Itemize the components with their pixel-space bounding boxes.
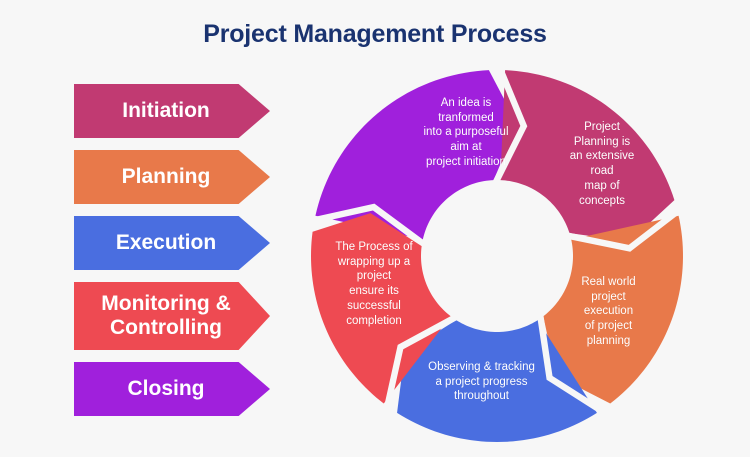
- legend-item-label: Monitoring & Controlling: [101, 292, 231, 339]
- donut-segment-closing[interactable]: [311, 213, 451, 404]
- legend-item-label: Closing: [127, 377, 205, 401]
- donut-segments: [311, 70, 683, 442]
- legend-item-closing[interactable]: Closing: [74, 362, 270, 416]
- legend-item-execution[interactable]: Execution: [74, 216, 270, 270]
- legend-item-monitoring-controlling[interactable]: Monitoring & Controlling: [74, 282, 270, 350]
- donut-segment-notch: [567, 206, 681, 252]
- legend-item-label: Planning: [121, 165, 211, 189]
- donut-segment-notch: [311, 203, 425, 248]
- page-title: Project Management Process: [203, 20, 547, 48]
- donut-segment-planning[interactable]: [500, 70, 675, 242]
- legend-item-planning[interactable]: Planning: [74, 150, 270, 204]
- legend-item-initiation[interactable]: Initiation: [74, 84, 270, 138]
- donut-segment-notch: [384, 315, 459, 411]
- donut-segment-notch: [492, 70, 528, 183]
- donut-segment-notch: [537, 314, 606, 414]
- legend-item-label: Initiation: [122, 99, 210, 123]
- donut-segment-initiation[interactable]: [315, 70, 518, 240]
- donut-segment-execution[interactable]: [543, 215, 683, 404]
- legend-item-label: Execution: [115, 231, 217, 255]
- donut-svg: [311, 70, 683, 442]
- process-donut-chart: An idea is tranformed into a purposeful …: [311, 70, 683, 442]
